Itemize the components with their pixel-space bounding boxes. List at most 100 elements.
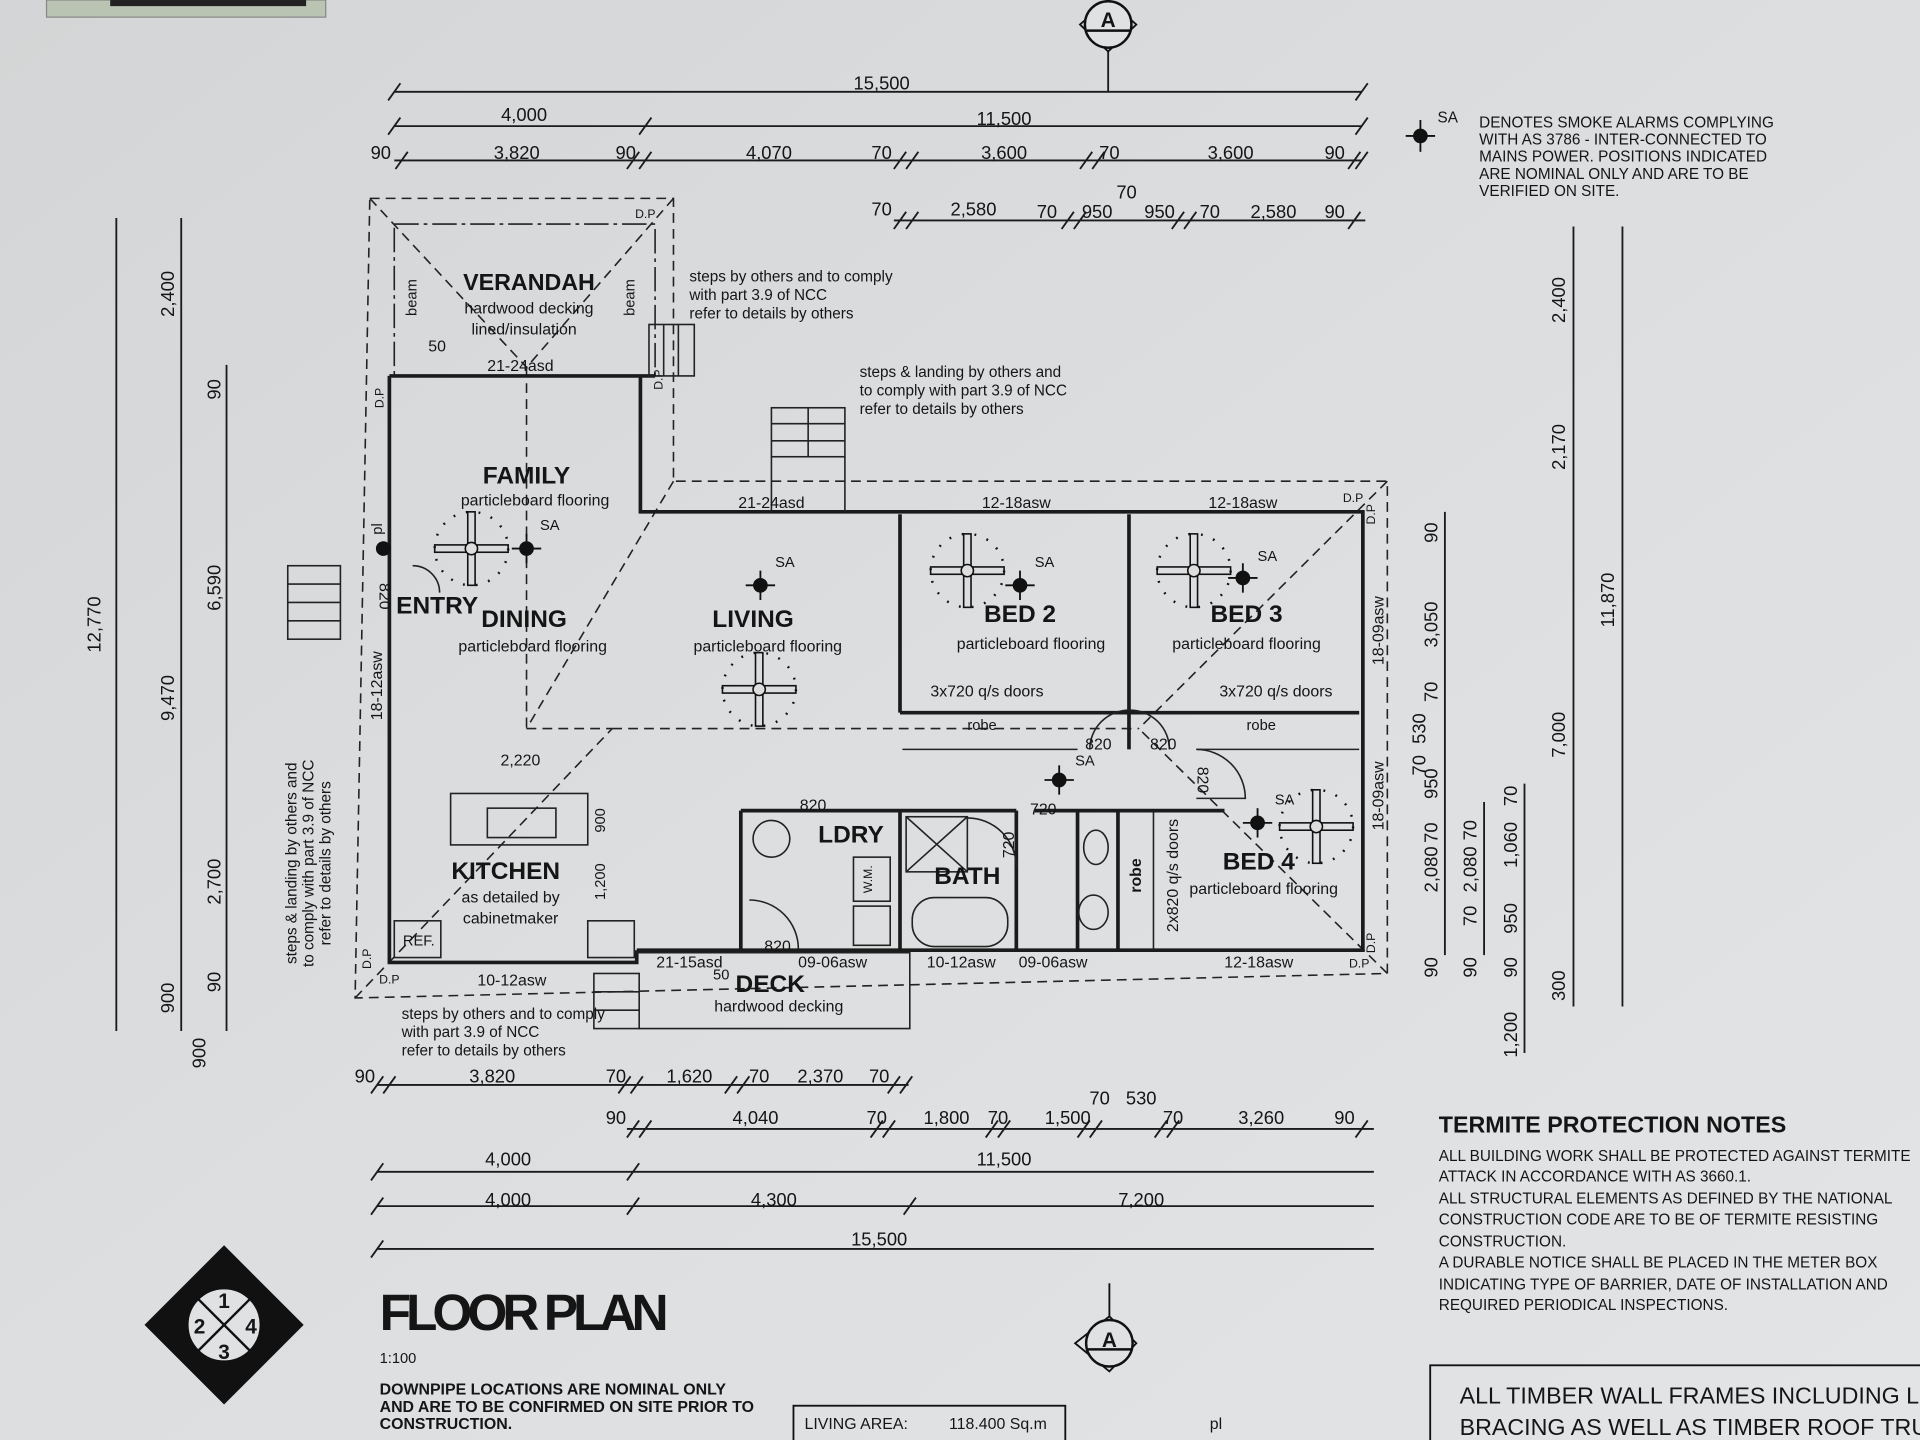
timber-note-line: ALL TIMBER WALL FRAMES INCLUDING LINT [1460,1382,1920,1408]
dimension-tick [629,1075,644,1095]
plan-label: SA [1035,555,1055,571]
dimension-label: 70 [1460,906,1481,926]
ceiling-fan-icon [433,510,510,587]
smoke-alarm-icon [1044,765,1074,795]
smoke-alarm-icon [511,533,542,564]
steps-note-line: refer to details by others [402,1043,566,1060]
plan-label: hardwood decking [714,998,843,1015]
dimension-tick [1354,151,1369,170]
dimension-label: 70 [1421,822,1442,842]
plan-label: BED 4 [1223,848,1295,875]
dimension-label: 70 [749,1065,769,1086]
termite-line: ATTACK IN ACCORDANCE WITH AS 3660.1. [1439,1169,1751,1186]
dimension-tick [1347,151,1362,170]
dimension-label: 90 [203,972,224,992]
plan-label: D.P [1364,933,1378,953]
walls [375,223,1365,965]
steps-note-line: steps by others and to comply [689,269,893,286]
plan-label: particleboard flooring [458,638,607,655]
steps-note-line: steps by others and to comply [402,1006,606,1023]
termite-heading: TERMITE PROTECTION NOTES [1439,1112,1786,1138]
section-marker-bottom: A [1073,1283,1138,1373]
dimension-label: 90 [203,379,224,399]
dimension-tick [869,1119,884,1139]
dimension-label: 2,580 [1250,201,1296,222]
dimension-tick [1354,82,1369,101]
dimension-label: 15,500 [851,1228,907,1249]
dimension-tick [724,1075,738,1095]
plan-label: SA [1075,753,1095,769]
dimension-label: 300 [1548,970,1569,1001]
dimension-label: 2,170 [1548,424,1569,470]
plan-label: 820 [800,798,827,815]
plan-label: LDRY [818,821,884,848]
dimension-lines [115,51,1624,1259]
plan-label: D.P [635,207,655,221]
note-line: AND ARE TO BE CONFIRMED ON SITE PRIOR TO [380,1399,754,1416]
dimension-label: 4,000 [485,1149,531,1170]
dimension-tick [882,1119,896,1139]
dimension-label: 12,770 [83,596,104,652]
dimension-label: 900 [157,983,178,1014]
termite-line: REQUIRED PERIODICAL INSPECTIONS. [1439,1297,1728,1314]
plan-label: beam [404,279,420,316]
steps-note-line: with part 3.9 of NCC [401,1024,540,1041]
dimension-tick [1166,1119,1180,1139]
dimension-label: 70 [871,199,891,220]
plan-label: as detailed by [462,889,560,906]
termite-line: CONSTRUCTION CODE ARE TO BE OF TERMITE R… [1439,1211,1878,1228]
dimension-label: 4,070 [746,142,792,163]
dimension-label: 3,600 [1208,142,1254,163]
plan-label: D.P [1364,504,1378,524]
dimension-label: 70 [1460,820,1481,840]
dimension-label: 70 [869,1065,889,1086]
plan-label: 18-12asw [369,651,386,720]
steps-note-line: to comply with part 3.9 of NCC [300,760,317,967]
section-marker-label: A [1102,1329,1117,1352]
dimension-label: 3,820 [469,1065,515,1086]
dimension-label: 2,080 [1460,846,1481,892]
plan-label: robe [1128,858,1145,893]
compass-quadrant-3: 3 [218,1341,230,1364]
plan-label: FAMILY [483,463,570,490]
ceiling-fan-icon [1155,532,1232,609]
plan-label: 21-24asd [738,495,804,512]
dimension-label: 90 [355,1065,375,1086]
dimension-label: 4,000 [501,104,547,125]
dimension-label: 90 [606,1107,626,1128]
dimension-label: 1,620 [666,1065,712,1086]
dimension-label: 90 [1500,957,1521,977]
plan-label: 3x720 q/s doors [1219,684,1332,701]
plan-label: BATH [934,863,1000,890]
plan-label: 21-24asd [487,358,553,375]
plan-label: particleboard flooring [1172,636,1321,653]
dimension-label: 70 [1421,682,1442,702]
dimension-tick [984,1119,999,1139]
plan-label: 18-09asw [1371,761,1388,830]
plan-label: 820 [1194,767,1211,794]
dimension-label: 11,500 [977,108,1032,129]
plan-label: lined/insulation [471,321,576,338]
dimension-label: 90 [1324,201,1344,222]
termite-line: ALL STRUCTURAL ELEMENTS AS DEFINED BY TH… [1439,1191,1893,1208]
termite-line: CONSTRUCTION. [1439,1234,1566,1251]
plan-label: 18-09asw [1371,596,1388,665]
plan-label: 3x720 q/s doors [930,684,1043,701]
plan-label: robe [1247,718,1276,734]
plan-label: particleboard flooring [957,636,1106,653]
plan-label: BED 2 [984,601,1056,628]
dimension-tick [902,1197,917,1216]
dimension-label: 1,800 [924,1107,970,1128]
dimension-label: 1,500 [1045,1107,1091,1128]
ceiling-fan-icon [721,651,798,728]
dimension-label: 2,700 [203,859,224,905]
area-table: LIVING AREA: 118.400 Sq.m [792,1404,1067,1440]
note-line: DOWNPIPE LOCATIONS ARE NOMINAL ONLY [380,1382,727,1399]
plan-label: 09-06asw [1019,954,1088,971]
plan-label: 50 [428,338,446,355]
dimension-tick [638,1119,653,1139]
plan-label: particleboard flooring [461,493,610,510]
dimension-label: 90 [1421,957,1442,977]
plan-label: VERANDAH [463,269,595,295]
dimension-label: 900 [189,1038,210,1069]
